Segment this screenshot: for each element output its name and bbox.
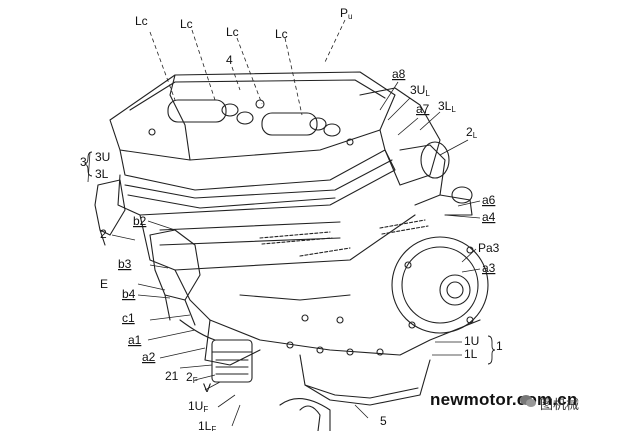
label-b3: b3: [118, 257, 132, 271]
label-a8: a8: [392, 67, 406, 81]
label-21: 21: [165, 369, 179, 383]
label-a3: a3: [482, 261, 496, 275]
label-lc-1: Lc: [135, 14, 148, 28]
label-1lf: 1LF: [198, 419, 216, 431]
brace-1: [487, 335, 496, 365]
label-2l: 2L: [466, 125, 478, 140]
label-pu: Pu: [340, 6, 352, 21]
leader-lines: [149, 19, 346, 116]
label-a6: a6: [482, 193, 496, 207]
label-b2: b2: [133, 214, 147, 228]
label-1u: 1U: [464, 334, 479, 348]
label-a7: a7: [416, 102, 430, 116]
label-e: E: [100, 277, 108, 291]
label-5: 5: [380, 414, 387, 428]
wechat-icon: [520, 395, 536, 407]
watermark-text: newmotor.com.cn: [430, 390, 578, 409]
label-1: 1: [496, 339, 503, 353]
label-lc-2: Lc: [180, 17, 193, 31]
label-b4: b4: [122, 287, 136, 301]
label-pa3: Pa3: [478, 241, 500, 255]
label-1l: 1L: [464, 347, 478, 361]
leader-lines-solid: [87, 81, 481, 427]
brand-text: 图机械: [540, 397, 580, 412]
label-3ll: 3LL: [438, 99, 456, 114]
label-4: 4: [226, 53, 233, 67]
label-lc-4: Lc: [275, 27, 288, 41]
label-1uf: 1UF: [188, 399, 208, 414]
label-2: 2: [100, 227, 107, 241]
label-a2: a2: [142, 350, 156, 364]
label-a1: a1: [128, 333, 142, 347]
label-3u: 3U: [95, 150, 110, 164]
label-a4: a4: [482, 210, 496, 224]
label-2f: 2F: [186, 370, 198, 385]
label-3ul: 3UL: [410, 83, 430, 98]
label-lc-3: Lc: [226, 25, 239, 39]
label-v: V: [203, 381, 211, 395]
label-3: 3: [80, 155, 87, 169]
label-c1: c1: [122, 311, 135, 325]
brace-3: [83, 151, 93, 177]
label-3l: 3L: [95, 167, 109, 181]
engine-outline: [94, 71, 489, 432]
